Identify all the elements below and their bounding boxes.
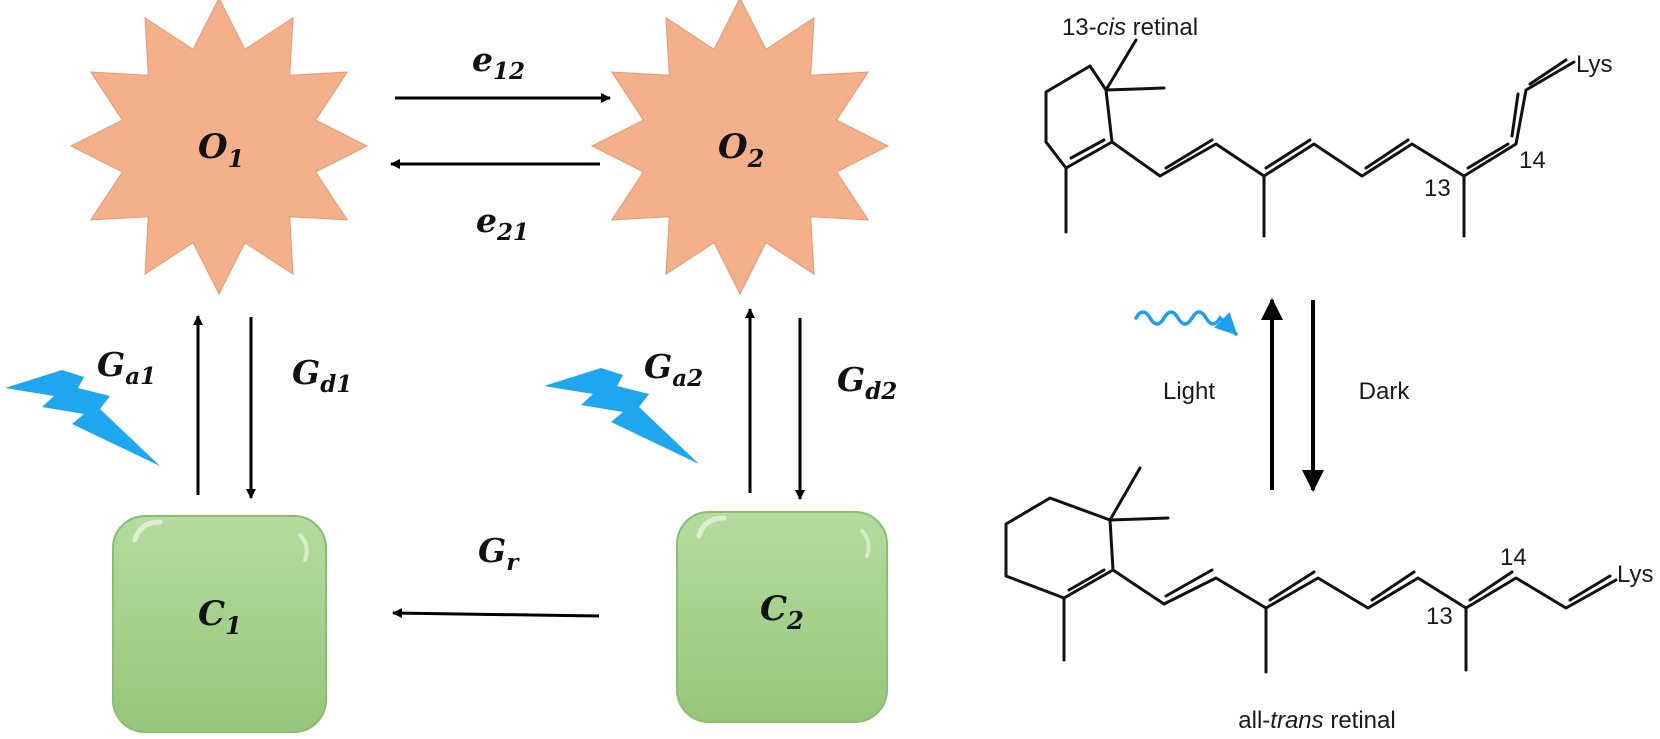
arrow-gr — [392, 608, 600, 619]
carbon-14-label-top: 14 — [1519, 147, 1546, 174]
open-state-o1-star — [69, 0, 369, 296]
closed-state-c2-label: C2 — [760, 589, 804, 635]
closed-state-c2: C2 — [676, 511, 888, 723]
open-state-o2-label: O2 — [718, 127, 764, 173]
light-label: Light — [1163, 378, 1215, 405]
rate-gd1-label: Gd1 — [292, 353, 352, 398]
open-state-o2: O2 — [590, 0, 890, 296]
carbon-14-label-bottom: 14 — [1500, 544, 1527, 571]
closed-state-c1-box — [112, 515, 327, 733]
open-state-o2-star — [590, 0, 890, 296]
rate-ga1-label: Ga1 — [97, 345, 156, 390]
lys-label-top: Lys — [1576, 51, 1612, 78]
open-state-o1-label: O1 — [198, 127, 244, 173]
light-wave-icon — [1134, 310, 1238, 336]
retinal-13-cis-structure: 13-cis retinal Lys 14 13 — [1044, 14, 1612, 238]
closed-state-c1-label: C1 — [198, 594, 242, 640]
rate-ga2-label: Ga2 — [644, 347, 703, 392]
rate-e21-label: e21 — [476, 201, 529, 246]
retinal-all-trans-structure: Lys 14 13 all-trans retinal — [1004, 466, 1653, 734]
retinal-13-cis-title: 13-cis retinal — [1062, 14, 1198, 41]
retinal-all-trans-title: all-trans retinal — [1238, 707, 1395, 734]
lys-label-bottom: Lys — [1617, 561, 1653, 588]
lightning-bolt-icon-2 — [544, 368, 699, 464]
rate-gr-label: Gr — [478, 531, 520, 576]
dark-label: Dark — [1359, 378, 1411, 405]
lightning-bolt-icon — [5, 370, 160, 466]
open-state-o1: O1 — [69, 0, 369, 296]
closed-state-c1: C1 — [112, 515, 327, 733]
closed-state-c2-box — [676, 511, 888, 723]
carbon-13-label-top: 13 — [1424, 175, 1451, 202]
carbon-13-label-bottom: 13 — [1426, 603, 1453, 630]
rate-gd2-label: Gd2 — [837, 360, 897, 405]
rate-e12-label: e12 — [472, 40, 525, 85]
